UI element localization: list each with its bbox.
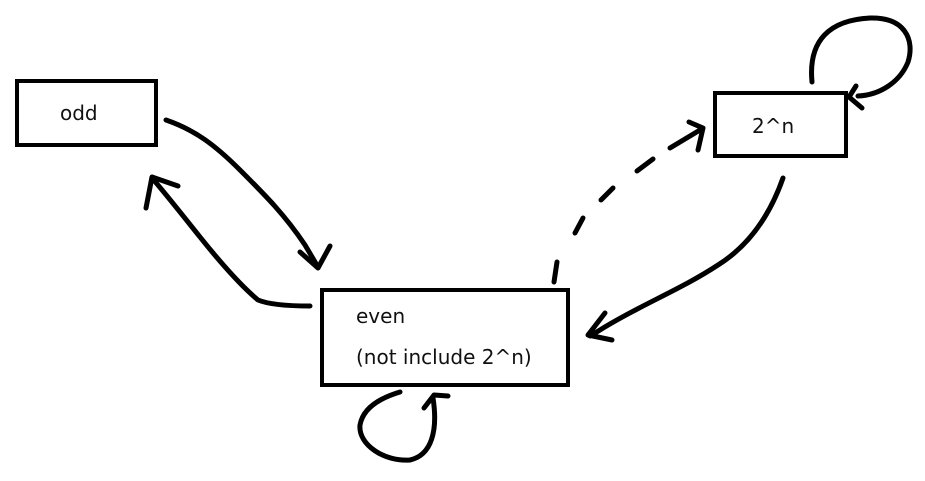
node-even-box (320, 288, 570, 387)
edge-even-to-pow2-dash (634, 156, 656, 174)
edge-odd-to-even-arrowhead (297, 243, 333, 271)
edge-odd-to-even (163, 117, 333, 271)
edge-even-to-pow2 (551, 119, 706, 285)
edge-pow2-to-even (585, 175, 786, 343)
node-odd: odd (15, 79, 158, 147)
edge-even-to-pow2-arrowhead (686, 119, 706, 153)
edge-even-to-pow2-dash (667, 127, 703, 151)
node-even-sublabel: (not include 2^n) (356, 345, 532, 369)
edge-even-self-loop-line (357, 389, 438, 463)
edge-odd-to-even-line (163, 117, 321, 270)
edge-even-self-loop-arrowhead (421, 392, 451, 411)
node-pow2: 2^n (713, 91, 848, 158)
edge-even-to-pow2-dash (598, 185, 616, 203)
node-even: even (not include 2^n) (320, 288, 570, 387)
edge-even-to-pow2-dash (551, 259, 560, 285)
edge-pow2-to-even-arrowhead (585, 310, 615, 343)
edge-pow2-self-loop-line (809, 15, 913, 99)
node-pow2-label: 2^n (752, 114, 794, 138)
edge-pow2-self-loop-arrowhead (846, 83, 865, 111)
edge-even-to-odd-arrowhead (143, 174, 181, 211)
edge-even-to-odd-line (149, 175, 313, 309)
node-pow2-box (713, 91, 848, 158)
node-odd-box (15, 79, 158, 147)
node-even-label: even (356, 304, 405, 328)
edge-pow2-self-loop (809, 15, 913, 111)
edge-even-self-loop (357, 389, 451, 463)
edge-even-to-pow2-dash (572, 215, 586, 236)
edge-pow2-to-even-line (587, 175, 786, 339)
edge-even-to-odd (143, 174, 313, 309)
node-odd-label: odd (60, 101, 98, 125)
